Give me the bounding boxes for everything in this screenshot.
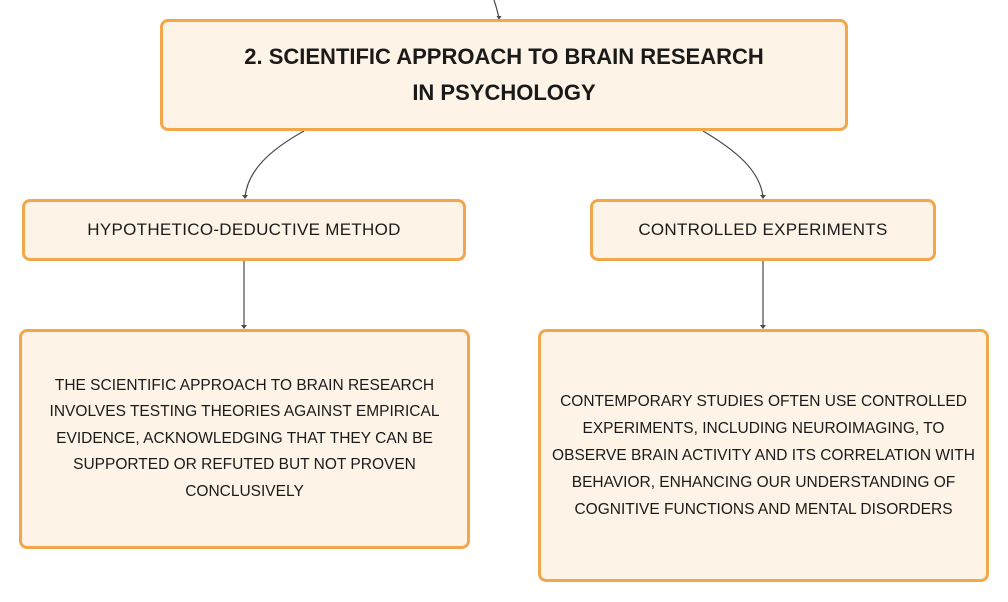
arrowhead-method: [242, 195, 248, 199]
branch-node-controlled-experiments[interactable]: CONTROLLED EXPERIMENTS: [590, 199, 936, 261]
detail-node-text: THE SCIENTIFIC APPROACH TO BRAIN RESEARC…: [49, 376, 440, 500]
branch-node-label: CONTROLLED EXPERIMENTS: [638, 220, 888, 239]
detail-node-text: CONTEMPORARY STUDIES OFTEN USE CONTROLLE…: [552, 393, 975, 518]
root-node-label: 2. SCIENTIFIC APPROACH TO BRAIN RESEARCH…: [244, 44, 764, 105]
root-node[interactable]: 2. SCIENTIFIC APPROACH TO BRAIN RESEARCH…: [160, 19, 848, 131]
arrowhead-controlled-detail: [760, 325, 766, 329]
connector-root-to-controlled: [702, 130, 764, 198]
arrowhead-controlled: [760, 195, 766, 199]
arrowhead-incoming: [496, 16, 502, 20]
detail-node-hypothetico-deductive[interactable]: THE SCIENTIFIC APPROACH TO BRAIN RESEARC…: [19, 329, 470, 549]
connector-root-to-method: [244, 130, 305, 198]
arrowhead-method-detail: [241, 325, 247, 329]
branch-node-hypothetico-deductive[interactable]: HYPOTHETICO-DEDUCTIVE METHOD: [22, 199, 466, 261]
branch-node-label: HYPOTHETICO-DEDUCTIVE METHOD: [87, 220, 401, 239]
detail-node-controlled-experiments[interactable]: CONTEMPORARY STUDIES OFTEN USE CONTROLLE…: [538, 329, 989, 582]
